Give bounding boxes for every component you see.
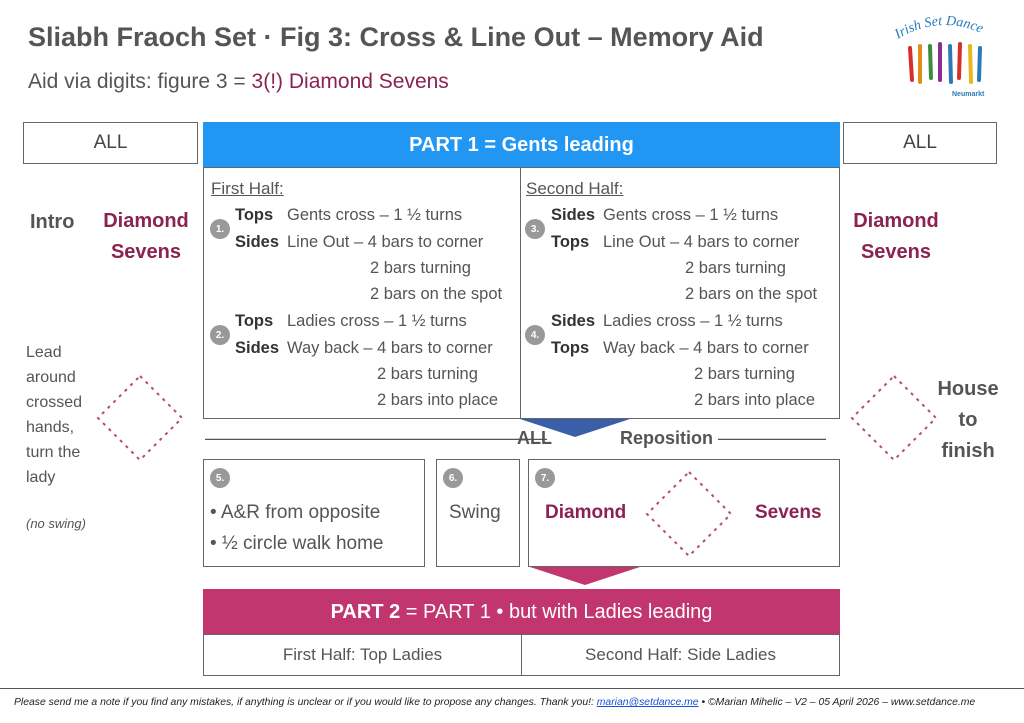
diamond-sevens-icon (850, 374, 938, 462)
swing-label: Swing (449, 502, 501, 523)
logo: Irish Set Dance Neumarkt (890, 8, 1000, 100)
footer-divider (0, 688, 1024, 689)
step-2-row-4: 2 bars into place (377, 391, 499, 409)
first-half-title: First Half: (211, 179, 284, 198)
second-half-title: Second Half: (526, 179, 624, 198)
step-4-row-4: 2 bars into place (694, 391, 816, 409)
diamond-sevens-icon (96, 374, 184, 462)
dancers-logo-icon: Irish Set Dance Neumarkt (892, 14, 986, 98)
left-diamond-label: Diamond (103, 210, 189, 232)
subtitle-prefix: Aid via digits: figure 3 = (28, 70, 252, 93)
divider-all-label: ALL (517, 428, 552, 448)
subtitle-highlight: 3(!) Diamond Sevens (251, 70, 449, 93)
half-divider (520, 168, 521, 419)
step-2-row-3: 2 bars turning (377, 365, 478, 383)
step-7-sevens: Sevens (755, 502, 822, 523)
step-3-row-4: 2 bars on the spot (685, 285, 818, 303)
step-number-1: 1. (210, 219, 230, 239)
logo-subtext: Neumarkt (952, 91, 985, 98)
part1-header: PART 1 = Gents leading (203, 122, 840, 168)
step-1-row-4: 2 bars on the spot (370, 285, 503, 303)
diamond-sevens-icon (645, 470, 733, 558)
right-all-box: ALL (843, 122, 997, 164)
step-number-2: 2. (210, 325, 230, 345)
footer-note: Please send me a note if you find any mi… (14, 697, 976, 708)
down-arrow-icon (520, 419, 630, 437)
house-to-finish: House to finish (937, 378, 999, 462)
intro-label: Intro (30, 211, 75, 233)
right-sevens-label: Sevens (860, 241, 932, 263)
step-6-box: 6. Swing (436, 459, 520, 567)
part2-second-half: Second Half: Side Ladies (521, 634, 840, 676)
step-3-row-3: 2 bars turning (685, 259, 786, 277)
divider-reposition: Reposition —————— (620, 428, 827, 448)
page-subtitle: Aid via digits: figure 3 = 3(!) Diamond … (28, 70, 449, 94)
step-7-diamond: Diamond (545, 502, 627, 523)
left-all-box: ALL (23, 122, 198, 164)
left-sevens-label: Sevens (110, 241, 182, 263)
part2-bold: PART 2 (330, 600, 401, 623)
step-5-box: 5. • A&R from opposite • ½ circle walk h… (203, 459, 425, 567)
step-number-6: 6. (443, 468, 463, 488)
lead-instructions: Lead around crossed hands, turn the lady (26, 344, 83, 486)
step-5-line-1: • A&R from opposite (210, 502, 381, 523)
part2-rest: = PART 1 • but with Ladies leading (400, 600, 713, 623)
step-5-line-2: • ½ circle walk home (210, 533, 384, 554)
down-arrow-icon (530, 567, 640, 585)
step-number-3: 3. (525, 219, 545, 239)
part2-first-half: First Half: Top Ladies (203, 634, 522, 676)
right-diamond-sevens: Diamond Sevens (848, 206, 944, 268)
no-swing-note: (no swing) (26, 516, 86, 531)
divider-left: ——————————————————— (205, 428, 547, 448)
logo-text: Irish Set Dance (892, 14, 986, 43)
step-number-7: 7. (535, 468, 555, 488)
step-4-row-3: 2 bars turning (694, 365, 795, 383)
left-diamond-sevens: Diamond Sevens (98, 206, 194, 268)
part2-header: PART 2 = PART 1 • but with Ladies leadin… (203, 589, 840, 635)
step-1-row-3: 2 bars turning (370, 259, 471, 277)
email-link[interactable]: marian@setdance.me (596, 697, 699, 708)
page-title: Sliabh Fraoch Set · Fig 3: Cross & Line … (28, 22, 764, 52)
svg-text:Irish Set Dance: Irish Set Dance (892, 14, 986, 43)
step-7-box: 7. Diamond Sevens (528, 459, 840, 567)
step-number-4: 4. (525, 325, 545, 345)
step-number-5: 5. (210, 468, 230, 488)
right-diamond-label: Diamond (853, 210, 939, 232)
